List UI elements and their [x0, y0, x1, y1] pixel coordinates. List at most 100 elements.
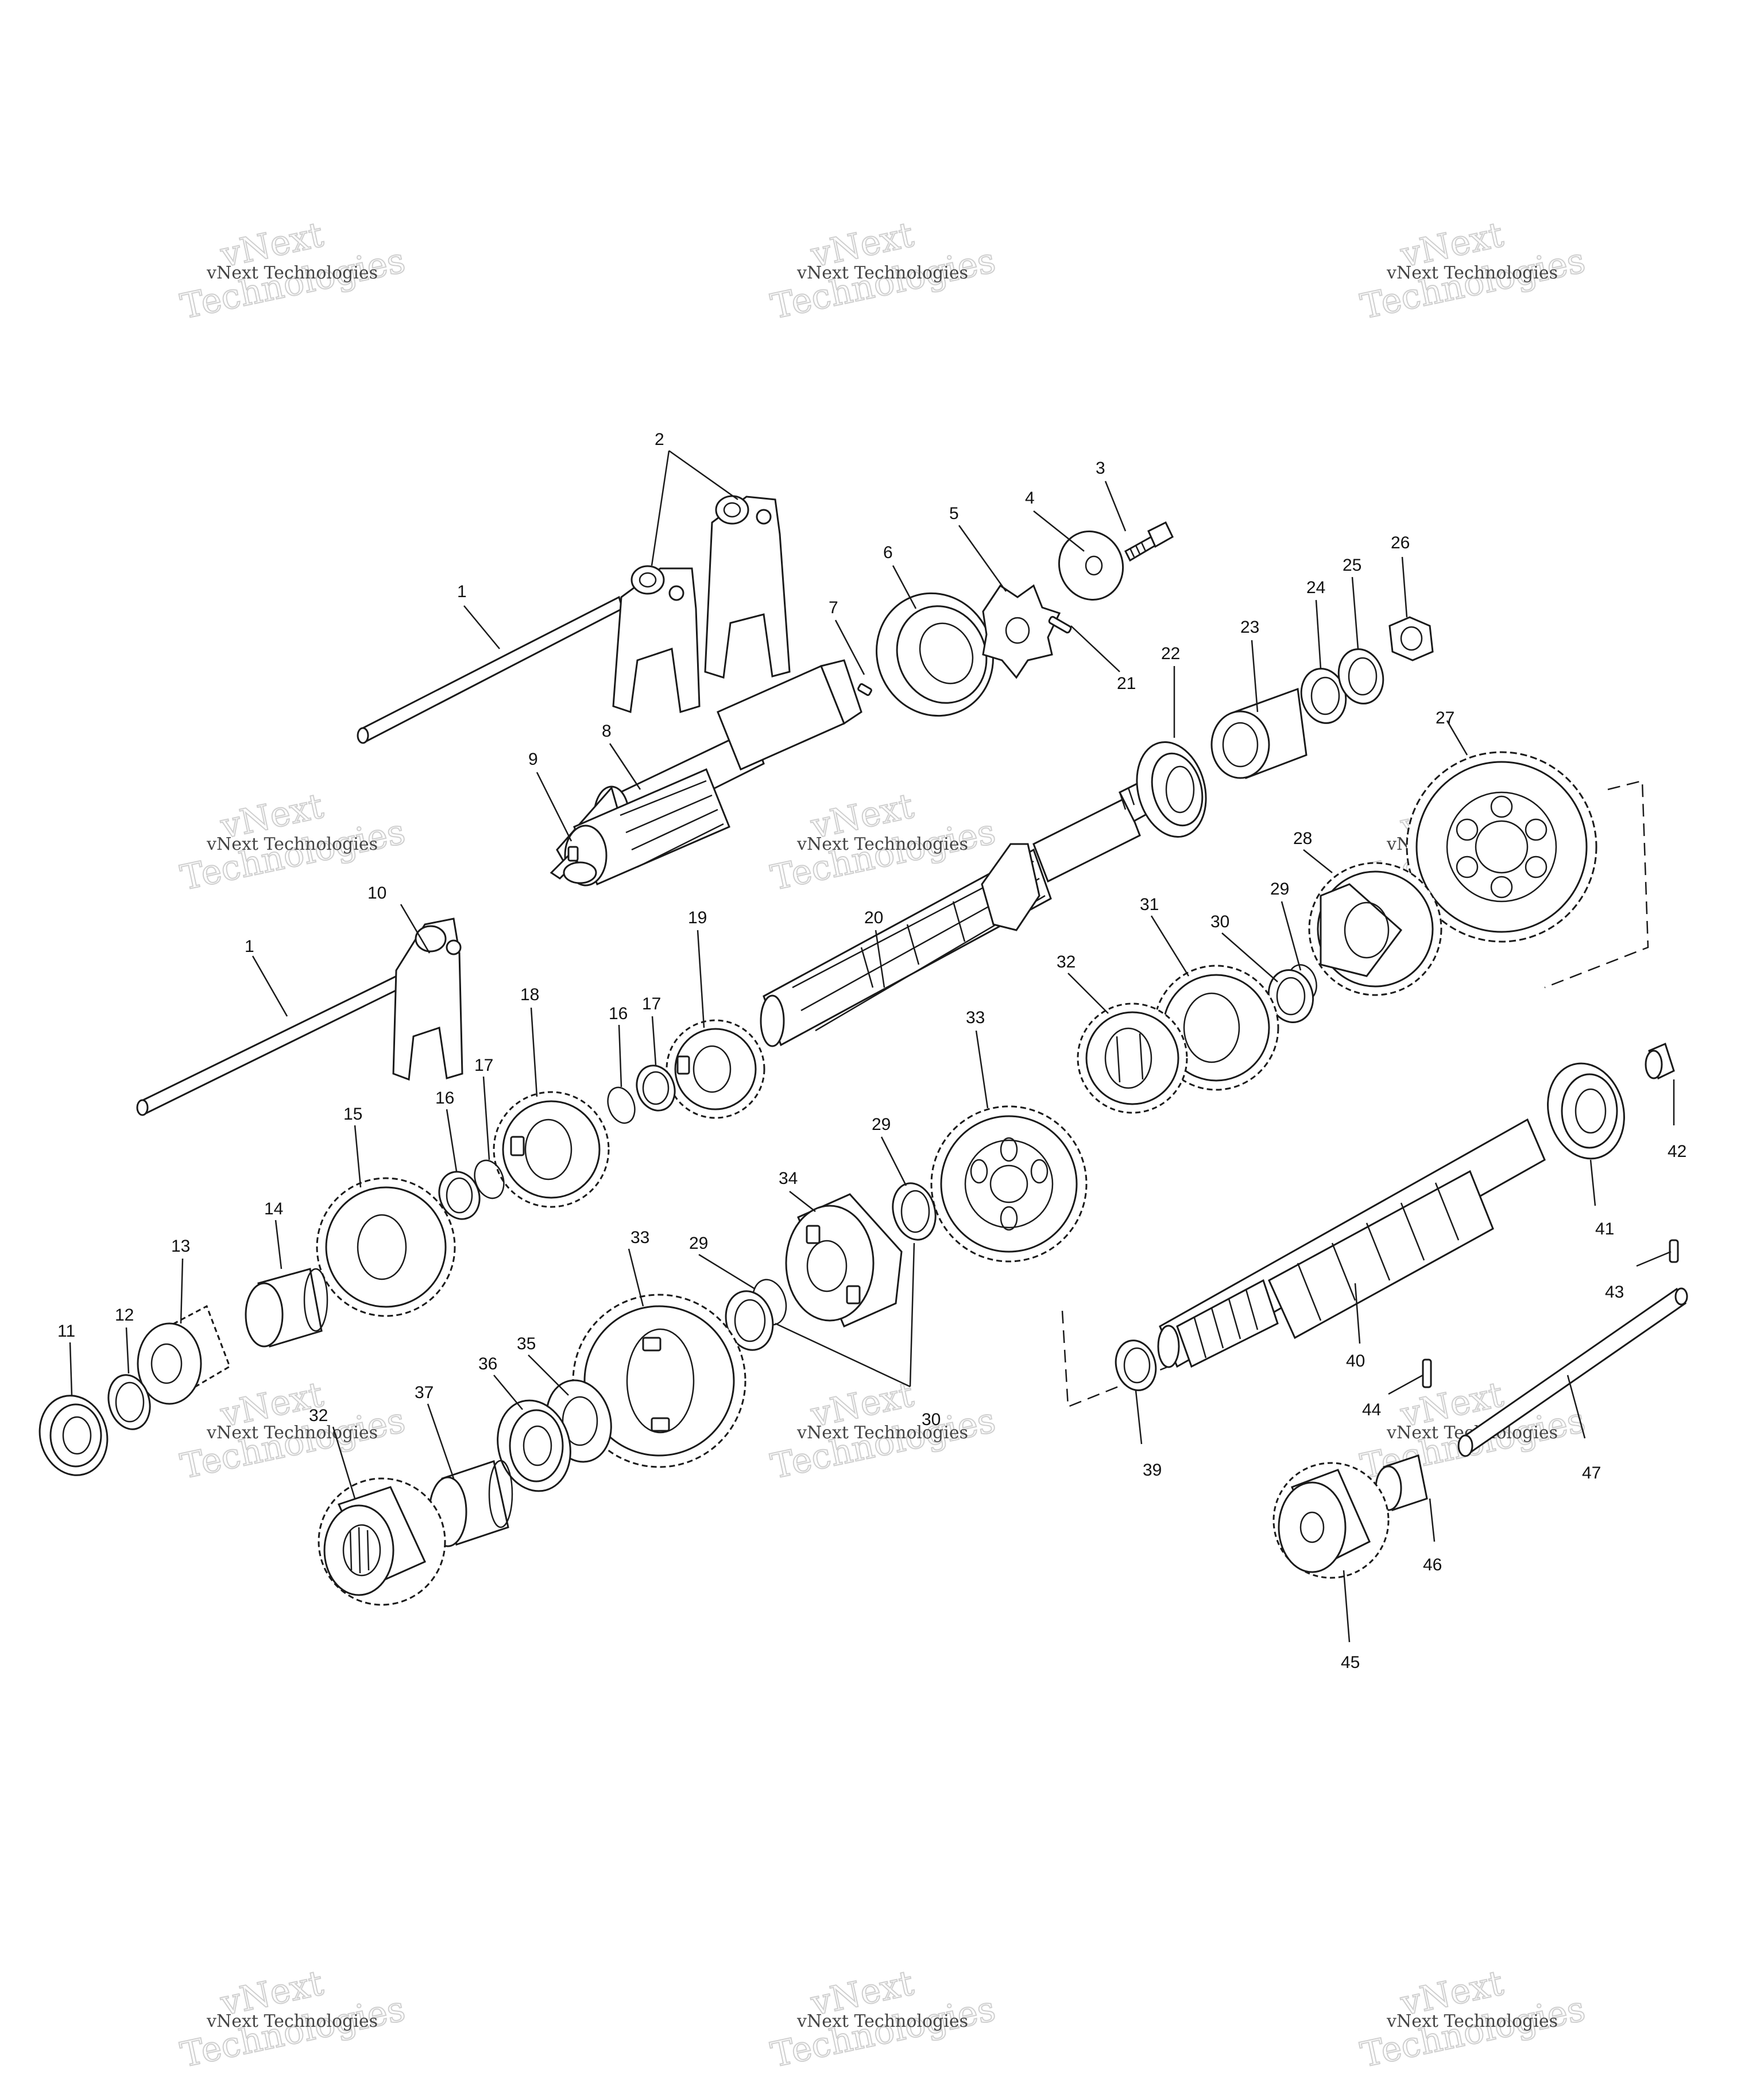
callout-label: 29 [1270, 880, 1289, 899]
gear-33-upper [930, 1105, 1088, 1263]
callout-label: 27 [1436, 709, 1454, 727]
callout-label: 19 [688, 908, 707, 927]
callout-label: 16 [609, 1004, 628, 1023]
callout-label: 17 [642, 994, 661, 1013]
shift-fork-shaft-lower [136, 967, 416, 1116]
callout-label: 39 [1143, 1461, 1162, 1480]
splined-washer-30b [725, 1290, 774, 1351]
callout-label: 47 [1582, 1464, 1601, 1482]
gear-45 [1272, 1462, 1390, 1579]
thin-washer-16b [438, 1171, 481, 1220]
callout-label: 18 [520, 985, 539, 1004]
snap-ring-17a [607, 1086, 636, 1124]
pin-43 [1669, 1239, 1679, 1263]
cam-pin [1048, 616, 1072, 634]
callout-label: 30 [1210, 912, 1229, 931]
gear-19 [666, 1019, 765, 1119]
callout-label: 11 [57, 1322, 75, 1341]
callout-label: 6 [883, 543, 893, 562]
callout-label: 22 [1161, 644, 1180, 663]
shift-fork-b [704, 495, 791, 679]
callout-label: 46 [1423, 1555, 1442, 1574]
idler-shaft [1457, 1287, 1688, 1457]
callout-label: 43 [1605, 1283, 1624, 1302]
callout-label: 42 [1668, 1142, 1686, 1161]
callout-label: 1 [245, 937, 254, 956]
callout-label: 10 [368, 884, 386, 903]
shift-fork-c [392, 918, 463, 1081]
washer-12 [107, 1374, 151, 1430]
callout-label: 4 [1025, 489, 1035, 508]
callout-label: 35 [517, 1334, 536, 1353]
callout-label: 14 [264, 1199, 283, 1218]
splined-washer-upper [1267, 969, 1314, 1024]
star-cam [982, 584, 1061, 679]
callout-label: 25 [1343, 556, 1361, 575]
callout-label: 12 [115, 1306, 134, 1325]
large-gear [1406, 751, 1597, 943]
callout-label: 45 [1341, 1653, 1360, 1672]
gear-15 [316, 1177, 456, 1317]
watermark-text: vNext Technologies [796, 834, 968, 854]
bearing-drum [876, 592, 994, 717]
callout-label: 26 [1391, 533, 1410, 552]
callout-label: 8 [602, 722, 612, 741]
shift-fork-shaft-upper [357, 595, 624, 744]
callout-label: 33 [966, 1008, 985, 1027]
callout-label: 32 [1057, 953, 1076, 971]
callout-label: 13 [171, 1237, 190, 1256]
callout-label: 16 [435, 1089, 454, 1108]
watermark-text: vNext Technologies [796, 2011, 968, 2031]
callout-label: 21 [1117, 674, 1136, 693]
plug-42 [1645, 1042, 1675, 1080]
callout-label: 3 [1096, 459, 1105, 478]
callout-label: 2 [655, 430, 664, 449]
callout-label: 44 [1362, 1400, 1381, 1419]
callout-label: 37 [415, 1383, 434, 1402]
detent-pin [567, 846, 579, 862]
callout-label: 20 [864, 908, 883, 927]
callout-labels: 1 1 2 3 4 5 6 7 8 9 10 11 12 13 14 15 16… [57, 430, 1686, 1672]
splined-washer-30a [892, 1182, 937, 1241]
bearing-36 [497, 1399, 571, 1492]
dog-gear [1308, 862, 1442, 996]
bushing-14 [245, 1268, 328, 1348]
pin-44 [1422, 1358, 1432, 1388]
callout-label: 34 [779, 1169, 798, 1188]
watermark-text: vNext Technologies [206, 1423, 378, 1443]
bolt [1124, 521, 1174, 562]
watermark-text: vNext Technologies [796, 1423, 968, 1443]
lock-nut [1388, 616, 1434, 661]
callout-label: 33 [630, 1228, 649, 1247]
watermark-text: vNext Technologies [1386, 2011, 1558, 2031]
shift-fork-a [612, 565, 701, 713]
bearing-11 [38, 1395, 109, 1476]
callout-label: 24 [1306, 578, 1325, 597]
callout-label: 36 [478, 1354, 497, 1373]
thrust-washer-39 [1115, 1340, 1157, 1391]
watermark-text: vNext Technologies [1386, 263, 1558, 283]
dog-hub-34 [785, 1193, 903, 1327]
callout-label: 9 [528, 750, 538, 769]
callout-label: 32 [309, 1406, 328, 1425]
callout-label: 1 [457, 582, 467, 601]
gear-32-upper [1077, 1002, 1188, 1114]
thin-washer-16a [636, 1065, 676, 1112]
callout-label: 23 [1240, 618, 1259, 637]
output-shaft [1157, 1118, 1546, 1368]
callout-label: 28 [1293, 829, 1312, 848]
bearing-41 [1547, 1062, 1625, 1160]
gear-18 [493, 1091, 610, 1208]
callout-label: 5 [949, 504, 959, 523]
callout-label: 29 [689, 1234, 708, 1253]
